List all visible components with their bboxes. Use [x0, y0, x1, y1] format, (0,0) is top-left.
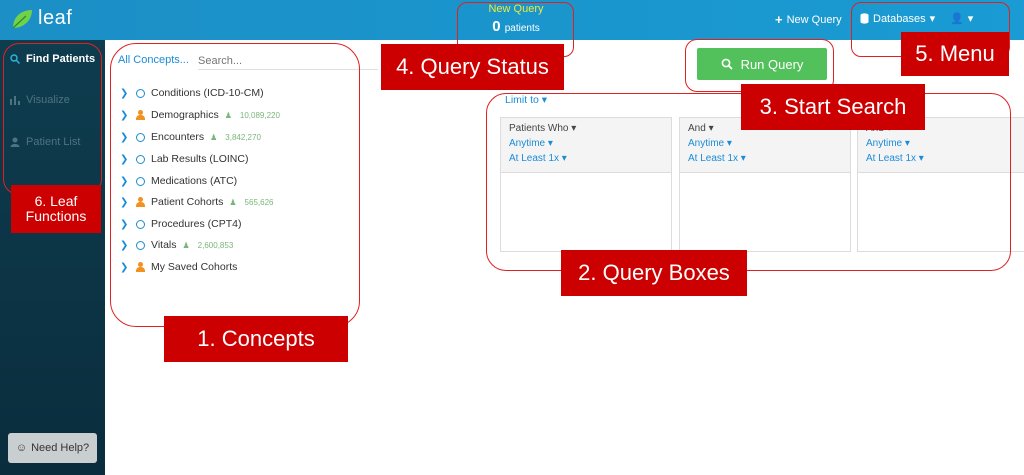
- concept-label: Vitals: [151, 239, 177, 251]
- annotation-label-leaf-functions: 6. Leaf Functions: [11, 185, 101, 233]
- annotation-label-query-status: 4. Query Status: [381, 44, 564, 90]
- person-icon: [136, 262, 145, 272]
- leaf-logo[interactable]: leaf: [10, 7, 72, 30]
- time-dropdown[interactable]: Anytime ▾: [866, 138, 910, 149]
- person-count-icon: ♟: [229, 197, 237, 207]
- new-query-label: New Query: [786, 13, 842, 26]
- sidebar-item-label: Visualize: [26, 94, 70, 106]
- concept-item[interactable]: ❯ Patient Cohorts ♟ 565,626: [120, 196, 273, 208]
- smile-icon: ☺: [15, 442, 28, 454]
- concept-item[interactable]: ❯ Conditions (ICD-10-CM): [120, 87, 264, 99]
- sidebar-item-label: Patient List: [26, 136, 81, 148]
- concept-label: Procedures (CPT4): [151, 218, 242, 230]
- user-icon: [10, 137, 20, 147]
- need-help-button[interactable]: ☺ Need Help?: [8, 433, 97, 463]
- search-icon: [721, 58, 733, 70]
- limit-to-dropdown[interactable]: Limit to ▾: [505, 94, 547, 106]
- concept-label: Encounters: [151, 131, 205, 143]
- sidebar: Find Patients Visualize Patient List ☺ N…: [0, 40, 105, 475]
- concept-count: 2,600,853: [197, 240, 234, 250]
- app-title: leaf: [38, 7, 73, 29]
- concept-item[interactable]: ❯ Lab Results (LOINC): [120, 153, 248, 165]
- query-box[interactable]: And ▾ Anytime ▾ At Least 1x ▾: [857, 117, 1024, 252]
- chevron-right-icon[interactable]: ❯: [120, 109, 129, 121]
- frequency-dropdown[interactable]: At Least 1x ▾: [866, 153, 924, 164]
- new-query-button[interactable]: + New Query: [775, 12, 842, 27]
- chevron-down-icon: ▾: [929, 13, 936, 25]
- query-status: New Query 0 patients: [460, 3, 572, 35]
- limit-to-label: Limit to: [505, 94, 539, 106]
- annotation-outline-concepts: [110, 43, 360, 327]
- sidebar-item-patient-list[interactable]: Patient List: [10, 136, 80, 148]
- concept-item[interactable]: ❯ Encounters ♟ 3,842,270: [120, 131, 261, 143]
- person-count-icon: ♟: [210, 132, 218, 142]
- clock-icon: [136, 219, 145, 229]
- annotation-label-start-search: 3. Start Search: [741, 84, 925, 130]
- concept-label: Conditions (ICD-10-CM): [151, 87, 264, 99]
- concept-item[interactable]: ❯ Medications (ATC): [120, 175, 237, 187]
- concept-label: Patient Cohorts: [151, 196, 224, 208]
- chevron-right-icon[interactable]: ❯: [120, 261, 129, 273]
- user-menu[interactable]: 👤 ▾: [950, 12, 973, 25]
- databases-menu[interactable]: Databases ▾: [860, 12, 935, 25]
- inclusion-dropdown[interactable]: And ▾: [688, 123, 714, 134]
- time-dropdown[interactable]: Anytime ▾: [688, 138, 732, 149]
- run-query-button[interactable]: Run Query: [697, 48, 827, 80]
- chevron-down-icon: ▾: [967, 13, 974, 25]
- concept-search-input[interactable]: [198, 52, 378, 70]
- databases-label: Databases: [873, 12, 926, 25]
- bar-chart-icon: [10, 96, 20, 105]
- caret-down-icon: ▾: [541, 94, 548, 106]
- clock-icon: [136, 176, 145, 186]
- concept-label: My Saved Cohorts: [151, 261, 238, 273]
- frequency-dropdown[interactable]: At Least 1x ▾: [688, 153, 746, 164]
- clock-icon: [136, 154, 145, 164]
- run-query-label: Run Query: [740, 56, 804, 72]
- chevron-right-icon[interactable]: ❯: [120, 175, 129, 187]
- person-count-icon: ♟: [182, 240, 190, 250]
- query-box-header: Patients Who ▾ Anytime ▾ At Least 1x ▾: [501, 118, 671, 173]
- chevron-right-icon[interactable]: ❯: [120, 196, 129, 208]
- annotation-label-menu: 5. Menu: [901, 32, 1009, 76]
- clock-icon: [136, 132, 145, 142]
- concept-item[interactable]: ❯ Demographics ♟ 10,089,220: [120, 109, 280, 121]
- clock-icon: [136, 88, 145, 98]
- chevron-right-icon[interactable]: ❯: [120, 87, 129, 99]
- plus-icon: +: [775, 12, 783, 27]
- concept-label: Lab Results (LOINC): [151, 153, 249, 165]
- chevron-right-icon[interactable]: ❯: [120, 218, 129, 230]
- chevron-right-icon[interactable]: ❯: [120, 239, 129, 251]
- query-status-title: New Query: [488, 3, 544, 15]
- annotation-label-query-boxes: 2. Query Boxes: [561, 250, 747, 296]
- person-count-icon: ♟: [224, 110, 232, 120]
- user-icon: 👤: [950, 13, 964, 25]
- time-dropdown[interactable]: Anytime ▾: [509, 138, 553, 149]
- concept-item[interactable]: ❯ Procedures (CPT4): [120, 218, 241, 230]
- sidebar-item-label: Find Patients: [26, 53, 96, 65]
- chevron-right-icon[interactable]: ❯: [120, 153, 129, 165]
- patient-count-unit: patients: [504, 23, 540, 34]
- sidebar-item-visualize[interactable]: Visualize: [10, 94, 70, 106]
- concept-count: 10,089,220: [239, 110, 280, 120]
- concept-item[interactable]: ❯ My Saved Cohorts: [120, 261, 237, 273]
- chevron-right-icon[interactable]: ❯: [120, 131, 129, 143]
- person-icon: [136, 110, 145, 120]
- annotation-outline-leaf-functions: [3, 43, 102, 195]
- patient-count: 0 patients: [460, 18, 572, 35]
- annotation-label-concepts: 1. Concepts: [164, 316, 348, 362]
- database-icon: [860, 13, 869, 24]
- frequency-dropdown[interactable]: At Least 1x ▾: [509, 153, 567, 164]
- concept-item[interactable]: ❯ Vitals ♟ 2,600,853: [120, 239, 233, 251]
- clock-icon: [136, 240, 145, 250]
- need-help-label: Need Help?: [31, 442, 90, 454]
- person-icon: [136, 197, 145, 207]
- concept-count: 3,842,270: [225, 132, 261, 142]
- patient-count-value: 0: [492, 18, 501, 35]
- concept-count: 565,626: [244, 197, 274, 207]
- concept-label: Demographics: [151, 109, 219, 121]
- query-box[interactable]: Patients Who ▾ Anytime ▾ At Least 1x ▾: [500, 117, 672, 252]
- leaf-icon: [12, 9, 32, 28]
- concept-label: Medications (ATC): [151, 175, 238, 187]
- inclusion-dropdown[interactable]: Patients Who ▾: [509, 123, 577, 134]
